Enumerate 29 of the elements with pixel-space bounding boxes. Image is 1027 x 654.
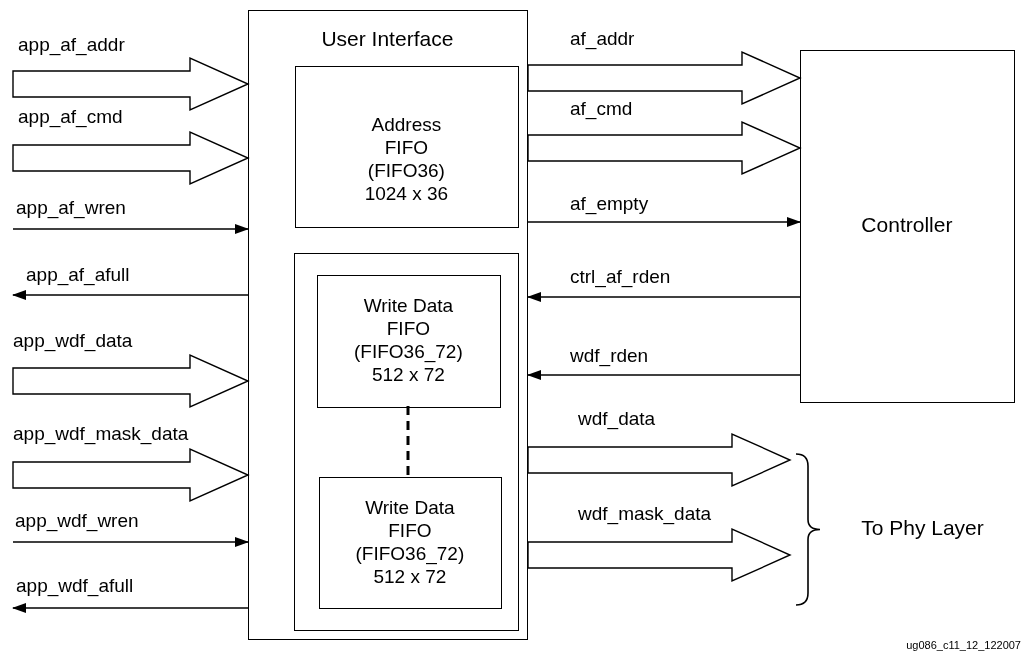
bus-arrow [12,353,250,409]
bus-arrow [527,432,792,488]
block-text: Write Data FIFO (FIFO36_72) 512 x 72 [353,294,464,386]
block-title: User Interface [320,27,455,50]
controller-block [800,50,1015,403]
dashed-line [406,406,410,475]
bus-arrow [527,527,792,583]
figure-id: ug086_c11_12_122007 [906,639,1021,652]
arrow [527,370,801,380]
bus-arrow [12,447,250,503]
interface-block [248,10,528,640]
arrow [12,603,249,613]
arrow [12,290,249,300]
bus-arrow [527,120,802,176]
arrow [12,537,249,547]
block-text: To Phy Layer [860,516,985,539]
block-text: Address FIFO (FIFO36) 1024 x 36 [363,113,450,205]
bus-arrow [12,130,250,186]
block-title: Controller [860,213,954,236]
fifo-box [317,275,501,408]
bus-arrow [527,50,802,106]
fifo-group-box [294,253,519,631]
bus-arrow [12,56,250,112]
arrow [527,292,801,302]
fifo-box [295,66,519,228]
arrow [527,217,801,227]
fifo-box [319,477,502,609]
arrow [12,224,249,234]
block-text: Write Data FIFO (FIFO36_72) 512 x 72 [354,496,466,588]
